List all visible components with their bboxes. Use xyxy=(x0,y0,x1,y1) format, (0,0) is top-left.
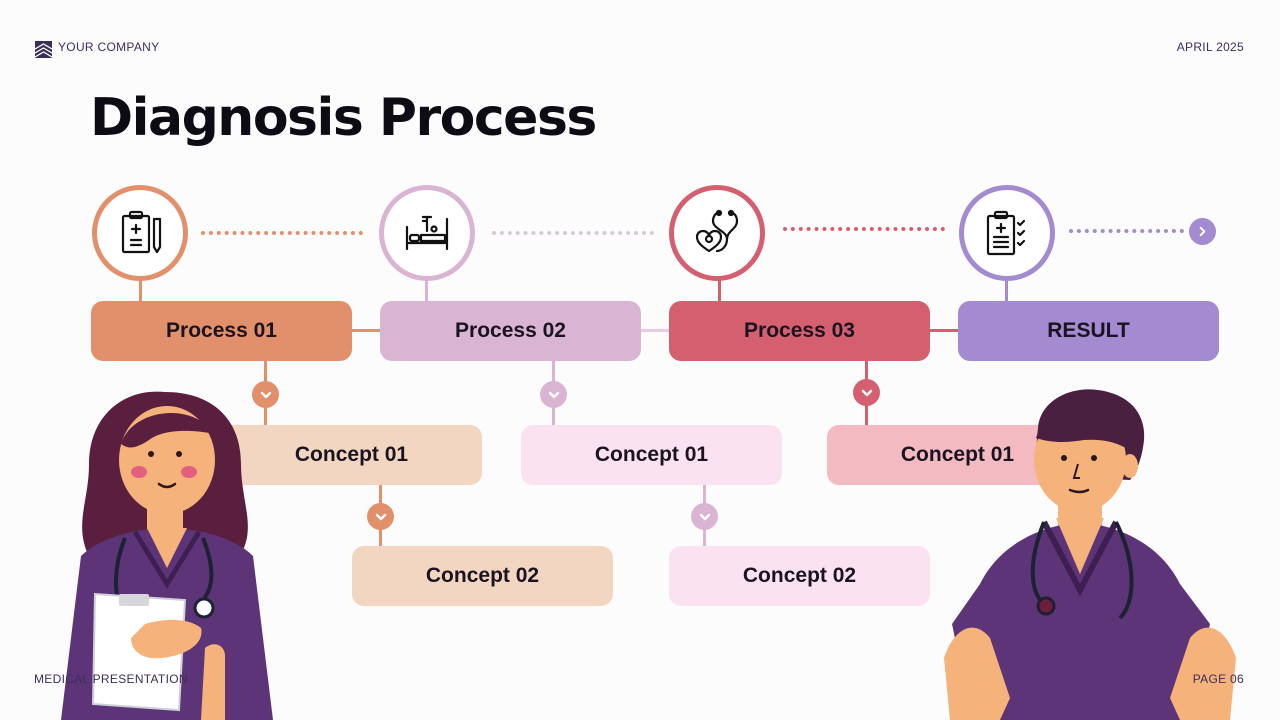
process-link xyxy=(351,329,381,332)
presentation-date: APRIL 2025 xyxy=(1176,40,1244,54)
connector-line xyxy=(139,278,142,302)
dotted-connector xyxy=(1069,229,1184,233)
process-02-concept-01: Concept 01 xyxy=(521,425,782,485)
chevron-right-icon xyxy=(1189,218,1216,245)
clipboard-medical-icon xyxy=(121,210,162,254)
process-01-ring xyxy=(92,185,188,281)
result-box: RESULT xyxy=(958,301,1219,361)
chevron-down-icon xyxy=(540,381,567,408)
process-01-concept-02: Concept 02 xyxy=(352,546,613,606)
process-link xyxy=(929,329,959,332)
process-02-box: Process 02 xyxy=(380,301,641,361)
process-03-box: Process 03 xyxy=(669,301,930,361)
dotted-connector xyxy=(201,231,363,235)
page-number: PAGE 06 xyxy=(1192,672,1244,686)
process-02-concept-02: Concept 02 xyxy=(669,546,930,606)
company-logo-icon xyxy=(35,41,52,58)
connector-line xyxy=(1005,278,1008,302)
result-ring xyxy=(959,185,1055,281)
chevron-down-icon xyxy=(691,503,718,530)
process-01-box: Process 01 xyxy=(91,301,352,361)
chevron-down-icon xyxy=(252,381,279,408)
process-02-ring xyxy=(379,185,475,281)
chevron-down-icon xyxy=(853,379,880,406)
page-title: Diagnosis Process xyxy=(90,88,597,148)
process-link xyxy=(640,329,670,332)
connector-line xyxy=(425,278,428,302)
process-03-ring xyxy=(669,185,765,281)
male-doctor-illustration xyxy=(944,389,1236,720)
dotted-connector xyxy=(783,227,945,231)
process-01-concept-01: Concept 01 xyxy=(221,425,482,485)
dotted-connector xyxy=(492,231,654,235)
stethoscope-heart-icon xyxy=(695,209,739,253)
connector-line xyxy=(718,278,721,302)
company-name: YOUR COMPANY xyxy=(58,40,160,54)
chevron-down-icon xyxy=(367,503,394,530)
checklist-clipboard-icon xyxy=(986,210,1026,256)
hospital-bed-icon xyxy=(405,215,449,251)
female-doctor-illustration xyxy=(61,391,273,720)
footer-presentation-name: MEDICAL PRESENTATION xyxy=(34,672,188,686)
